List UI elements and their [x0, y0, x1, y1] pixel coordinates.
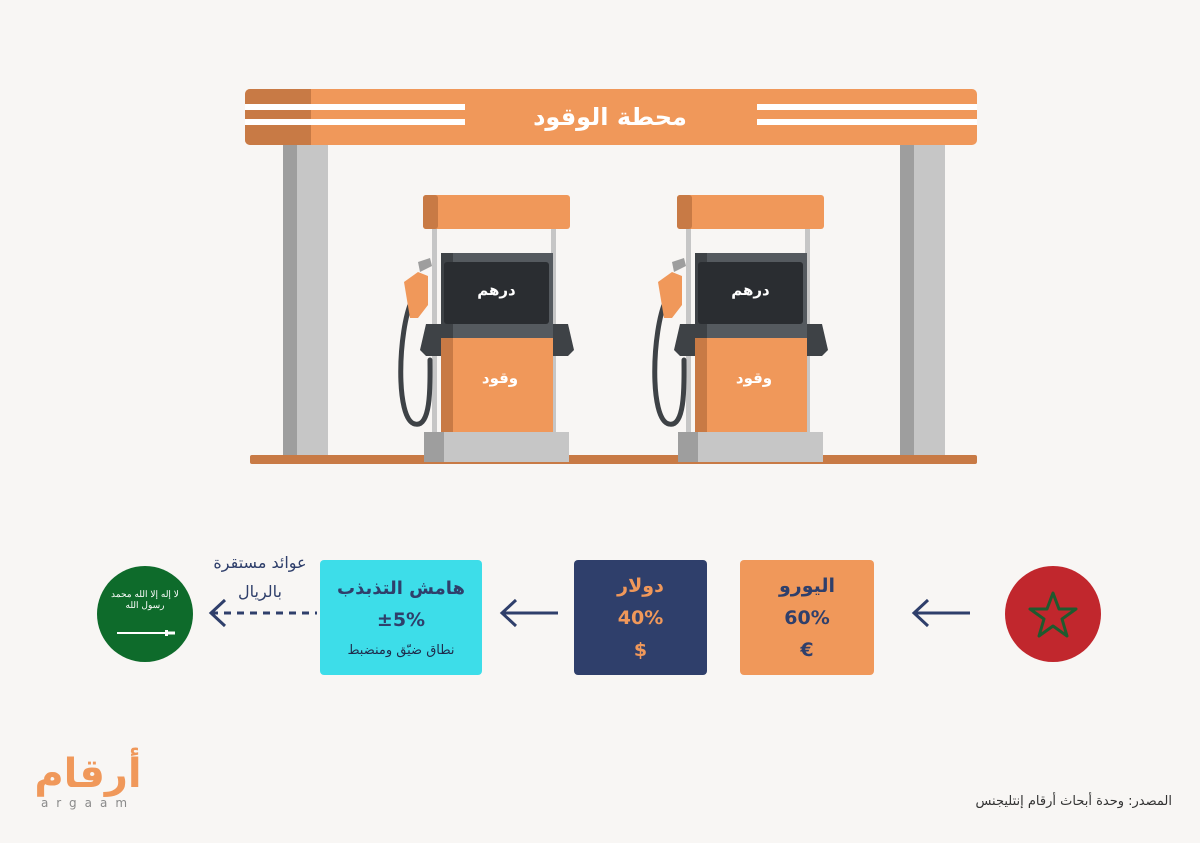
right-pillar — [900, 140, 945, 458]
fuel-pump-left — [398, 195, 574, 462]
pump-left-body-label: وقود — [481, 369, 519, 387]
argaam-logo: أرقام argaam — [28, 752, 148, 810]
band-title: هامش التذبذب — [337, 577, 466, 599]
saudi-flag-sword — [117, 630, 175, 636]
pump-right-body-label: وقود — [735, 369, 773, 387]
euro-box: اليورو 60% € — [740, 560, 874, 675]
dollar-symbol: $ — [633, 638, 648, 661]
euro-percent: 60% — [784, 606, 830, 629]
ground-line — [250, 455, 977, 464]
argaam-logo-latin: argaam — [40, 796, 136, 810]
band-value: ±5% — [376, 608, 426, 631]
euro-symbol: € — [800, 638, 814, 661]
saudi-flag-shahada: لا إله إلا الله محمد رسول الله — [111, 590, 179, 611]
argaam-logo-arabic: أرقام — [34, 751, 142, 797]
station-title: محطة الوقود — [533, 103, 687, 131]
euro-title: اليورو — [778, 574, 836, 597]
dollar-percent: 40% — [617, 606, 664, 629]
band-note: نطاق ضيّق ومنضبط — [347, 642, 455, 658]
dollar-box: دولار 40% $ — [574, 560, 707, 675]
revenue-label-line2: بالريال — [238, 582, 282, 601]
gas-station-illustration — [245, 89, 977, 464]
saudi-flag-icon: لا إله إلا الله محمد رسول الله — [97, 566, 193, 662]
canopy — [245, 89, 977, 145]
fluctuation-band-box: هامش التذبذب ±5% نطاق ضيّق ومنضبط — [320, 560, 482, 675]
arrow-left-icon — [911, 598, 970, 628]
fuel-pump-right — [652, 195, 828, 462]
pump-left-display-label: درهم — [477, 281, 516, 299]
arrow-left-icon — [499, 598, 558, 628]
pump-right-display-label: درهم — [731, 281, 770, 299]
dollar-title: دولار — [617, 574, 664, 597]
left-pillar — [283, 140, 328, 458]
dashed-arrow-left-icon — [208, 598, 317, 628]
morocco-flag-icon — [1005, 566, 1101, 662]
revenue-label-line1: عوائد مستقرة — [213, 553, 307, 572]
source-note: المصدر: وحدة أبحاث أرقام إنتليجنس — [975, 794, 1172, 809]
